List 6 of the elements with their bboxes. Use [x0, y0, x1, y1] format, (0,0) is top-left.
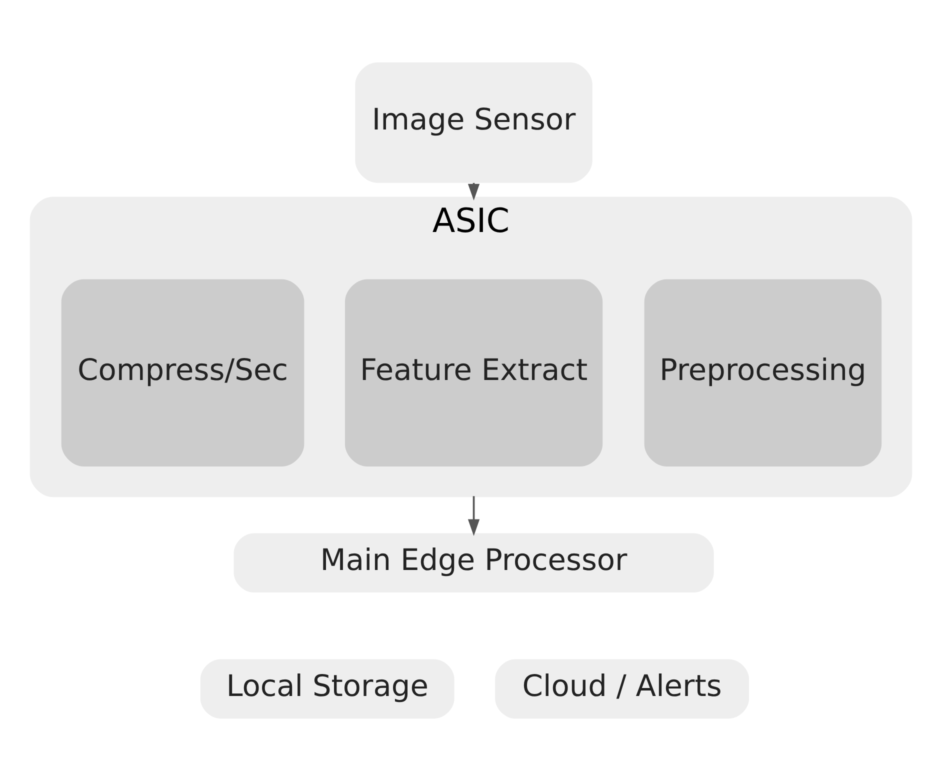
node-box: Feature Extract [344, 279, 603, 466]
node-box: Image Sensor [355, 62, 592, 183]
arrow [468, 496, 480, 536]
node-box: Main Edge Processor [234, 533, 714, 593]
node-box: Preprocessing [644, 279, 882, 466]
node-box: Compress/Sec [61, 279, 304, 466]
